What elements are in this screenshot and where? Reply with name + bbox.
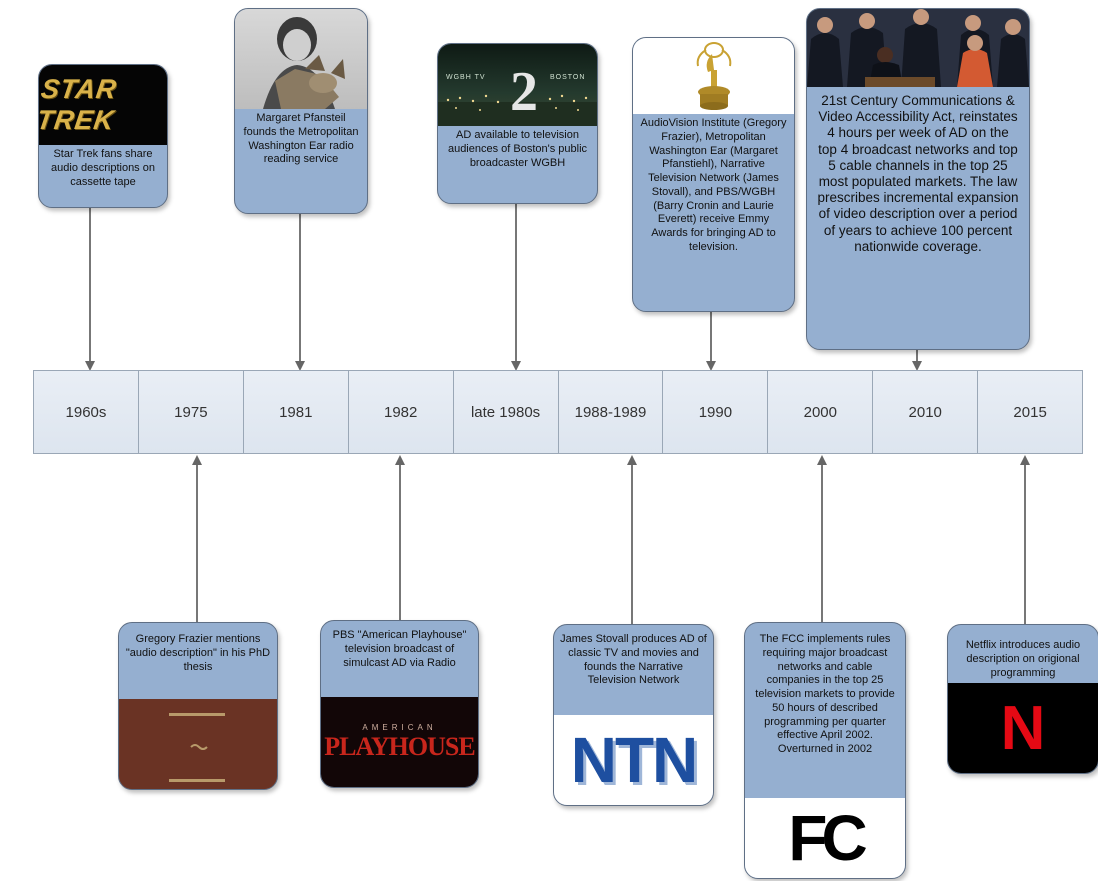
event-card-pbs: PBS "American Playhouse" television broa… bbox=[320, 620, 479, 788]
thesis-book-image bbox=[119, 699, 277, 789]
timeline-bar: 1960s 1975 1981 1982 late 1980s 1988-198… bbox=[33, 370, 1083, 454]
year-1990: 1990 bbox=[663, 371, 769, 453]
year-2010: 2010 bbox=[873, 371, 979, 453]
year-2015: 2015 bbox=[1013, 403, 1047, 421]
book-spine-icon bbox=[119, 699, 277, 789]
event-text-netflix: Netflix introduces audio description on … bbox=[965, 639, 1081, 679]
star-trek-logo: STAR TREK bbox=[39, 65, 167, 145]
event-text-stovall: James Stovall produces AD of classic TV … bbox=[560, 633, 707, 687]
fcc-seal-logo: FC bbox=[745, 798, 905, 878]
year-1981: 1981 bbox=[244, 371, 349, 453]
emmy-statuette bbox=[633, 38, 794, 114]
year-1982: 1982 bbox=[349, 371, 454, 453]
american-playhouse-logo: AMERICAN PLAYHOUSE bbox=[321, 697, 478, 787]
cvaa-signing-photo bbox=[807, 9, 1029, 87]
event-card-cvaa: 21st Century Communications & Video Acce… bbox=[806, 8, 1030, 350]
wgbh-broadcast-image: WGBH TV 2 BOSTON bbox=[438, 44, 597, 126]
event-text-wgbh: AD available to television audiences of … bbox=[447, 129, 588, 169]
event-card-frazier: Gregory Frazier mentions "audio descript… bbox=[118, 622, 278, 790]
event-card-wgbh: WGBH TV 2 BOSTON AD available to televis… bbox=[437, 43, 598, 204]
event-text-pbs: PBS "American Playhouse" television broa… bbox=[332, 629, 467, 669]
event-text-fcc: The FCC implements rules requiring major… bbox=[755, 633, 895, 755]
event-card-fcc: The FCC implements rules requiring major… bbox=[744, 622, 906, 879]
year-1960s: 1960s bbox=[34, 371, 139, 453]
emmy-award-icon bbox=[696, 42, 731, 110]
event-text-emmy: AudioVision Institute (Gregory Frazier),… bbox=[640, 117, 787, 253]
ntn-logo: NTN bbox=[554, 715, 713, 805]
event-text-cvaa: 21st Century Communications & Video Acce… bbox=[817, 93, 1019, 254]
event-card-star-trek: STAR TREK Star Trek fans share audio des… bbox=[38, 64, 168, 208]
pfansteil-portrait-icon bbox=[263, 17, 345, 109]
signing-ceremony-icon bbox=[807, 9, 1029, 87]
event-card-pfansteil: Margaret Pfansteil founds the Metropolit… bbox=[234, 8, 368, 214]
event-card-stovall: James Stovall produces AD of classic TV … bbox=[553, 624, 714, 806]
netflix-logo: N bbox=[948, 683, 1098, 773]
year-late-1980s: late 1980s bbox=[454, 371, 559, 453]
city-lights-icon bbox=[438, 94, 597, 126]
event-card-netflix: Netflix introduces audio description on … bbox=[947, 624, 1098, 774]
pfansteil-photo bbox=[235, 9, 367, 109]
event-text-pfansteil: Margaret Pfansteil founds the Metropolit… bbox=[243, 112, 359, 166]
year-1975: 1975 bbox=[139, 371, 244, 453]
year-2000: 2000 bbox=[768, 371, 874, 453]
event-text-star-trek: Star Trek fans share audio descriptions … bbox=[51, 148, 155, 188]
event-card-emmy: AudioVision Institute (Gregory Frazier),… bbox=[632, 37, 795, 312]
year-1988-1989: 1988-1989 bbox=[559, 371, 664, 453]
event-text-frazier: Gregory Frazier mentions "audio descript… bbox=[125, 633, 271, 673]
